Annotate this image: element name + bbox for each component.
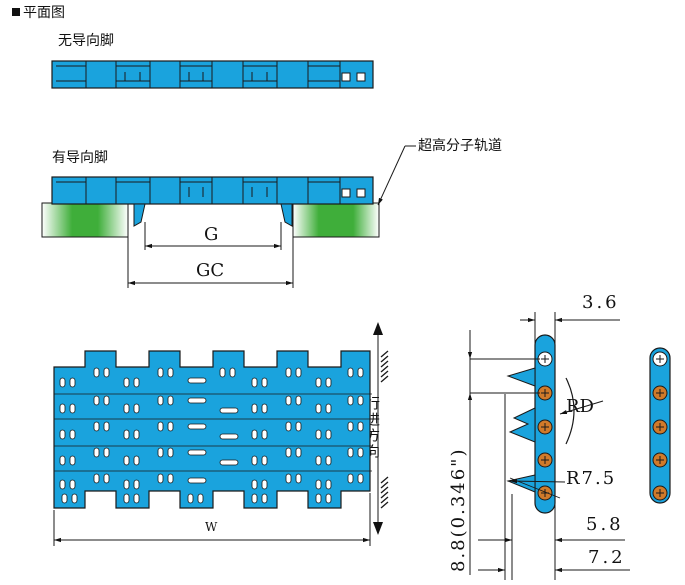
side-view-bottom-label: 有导向脚 [52,150,108,166]
rail-callout-label: 超高分子轨道 [418,138,502,154]
direction-arrow [373,322,389,535]
dim-gc-label: GC [196,260,225,281]
link-detail [649,347,671,504]
dim-r7-5-label: R7.5 [566,468,617,489]
dim-g-label: G [204,224,219,245]
plan-view-belt [53,350,372,509]
dim-w-label: W [205,520,218,534]
section-dimensions [467,312,630,580]
square-bullet-icon [12,8,20,16]
dim-7-2-label: 7.2 [588,547,626,568]
page-title-text: 平面图 [23,5,65,21]
section-view [506,334,604,514]
page-title: 平面图 [12,6,65,20]
width-dimension [53,493,371,546]
side-view-with-guide [41,145,416,238]
dim-3-6-label: 3.6 [582,292,620,313]
dim-5-8-label: 5.8 [586,514,624,535]
side-view-top-label: 无导向脚 [58,33,114,49]
side-view-no-guide [51,60,374,89]
guide-dimensions [127,222,294,288]
